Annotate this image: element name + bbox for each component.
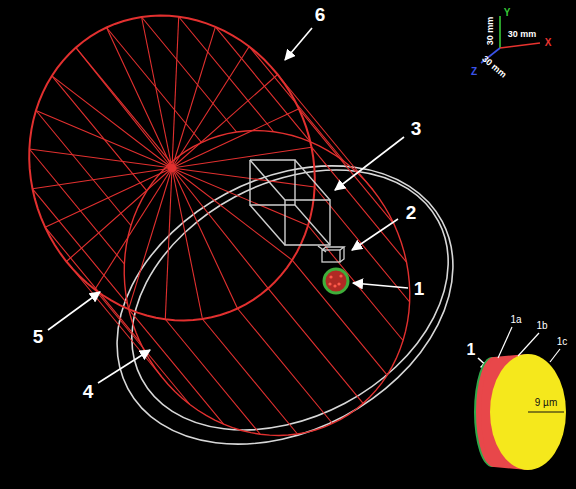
callout-number: 5	[33, 327, 44, 346]
layer-label: 1b	[536, 321, 547, 331]
leader-arrow	[285, 28, 312, 60]
callout-number: 4	[83, 382, 94, 401]
leader-line	[498, 327, 512, 358]
leader-arrow	[48, 292, 100, 330]
dimension-label: 9 µm	[535, 398, 557, 408]
leader-arrow	[335, 137, 404, 190]
callout-number: 1	[414, 279, 425, 298]
outer-ring	[69, 110, 502, 489]
callout-number: 6	[315, 5, 326, 24]
leader-line	[550, 349, 560, 362]
cylinder-wireframe	[29, 16, 410, 436]
leader-arrow	[352, 219, 398, 250]
axis-scale: 30 mm	[486, 17, 495, 46]
axis-scale: 30 mm	[480, 54, 508, 79]
box-wireframe	[250, 160, 330, 252]
leader-line	[518, 333, 539, 356]
small-box	[322, 247, 344, 262]
axis-name: Y	[504, 8, 511, 18]
leader-arrow	[353, 283, 408, 288]
layer-label: 1c	[557, 337, 568, 347]
leader-arrow	[98, 350, 150, 383]
callout-number: 1	[467, 342, 476, 358]
target-sphere	[324, 269, 348, 293]
callout-number: 3	[411, 119, 422, 138]
inner-ring	[87, 118, 494, 482]
callout-number: 2	[406, 203, 417, 222]
layer-label: 1a	[510, 315, 521, 325]
layered-disc	[474, 327, 566, 470]
axis-triad	[481, 16, 540, 63]
axis-name: Z	[471, 67, 477, 77]
axis-name: X	[545, 38, 552, 48]
axis-scale: 30 mm	[508, 30, 537, 39]
